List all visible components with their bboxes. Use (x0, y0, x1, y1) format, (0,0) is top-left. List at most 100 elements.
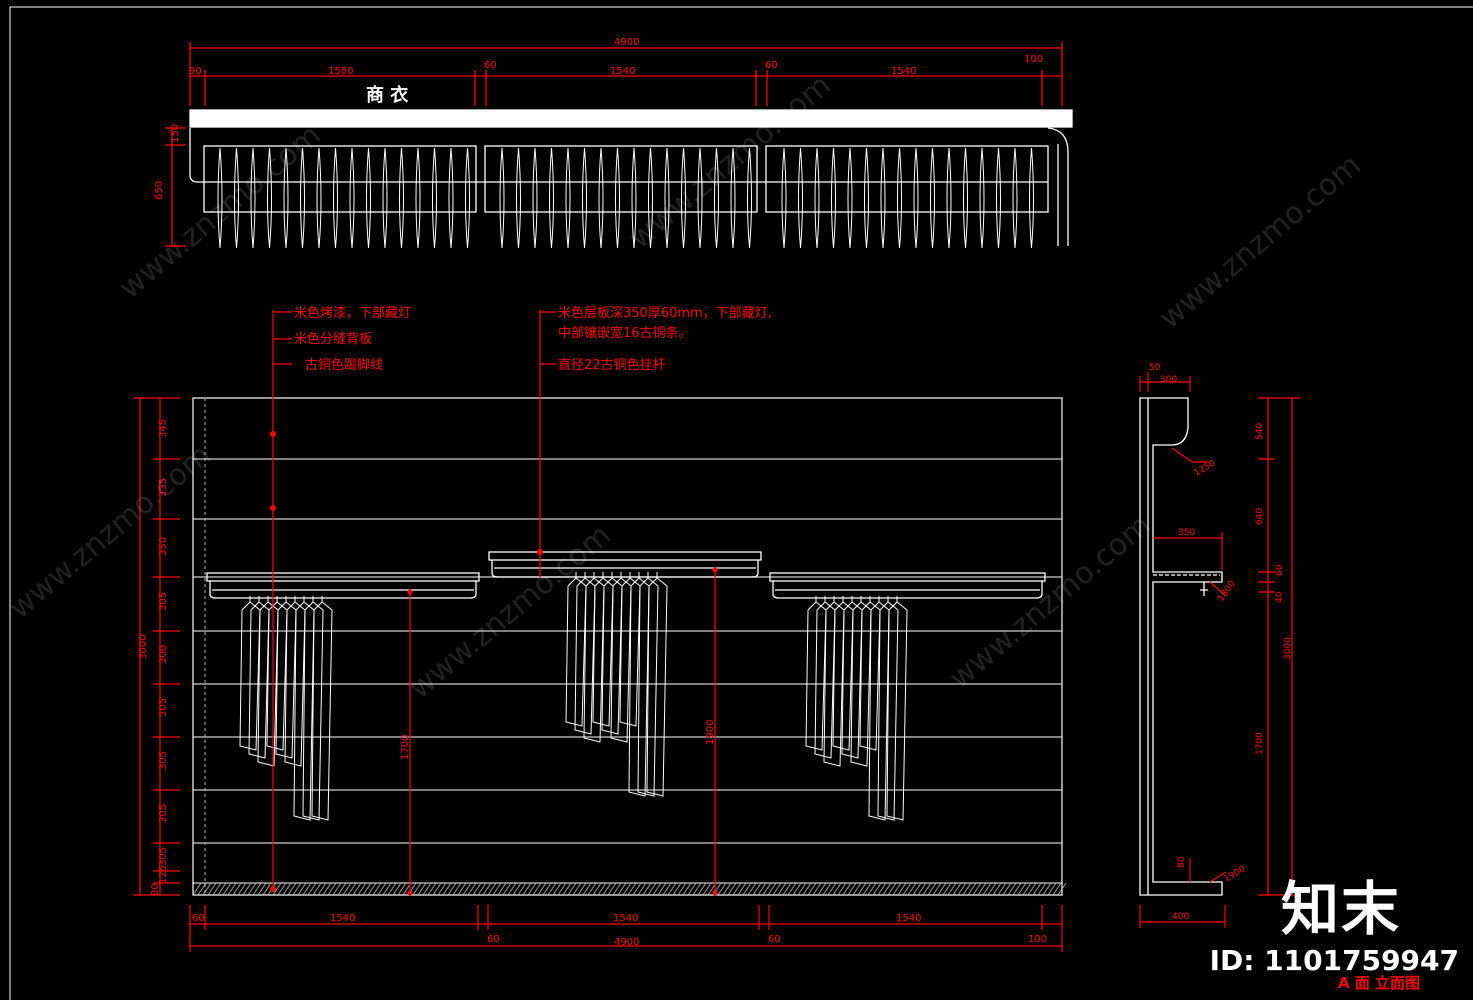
hatch-line (672, 882, 682, 896)
dim-bottom-gap1: 60 (487, 934, 500, 945)
hatch-line (992, 882, 1002, 896)
hatch-line (582, 882, 592, 896)
back-panel (192, 397, 1063, 896)
shelf-left (206, 572, 480, 599)
hatch-line (742, 882, 752, 896)
left-dim-chain (133, 397, 180, 896)
plan-garment-icon (598, 147, 604, 249)
hatch-line (502, 882, 512, 896)
hatch-line (282, 882, 292, 896)
hatch-line (597, 882, 607, 896)
hatch-line (592, 882, 602, 896)
plan-garment-icon (549, 147, 554, 249)
hatch-line (222, 882, 232, 896)
plan-garment-icon (946, 147, 952, 249)
hatch-line (817, 882, 827, 896)
plan-view: 商 衣 4900 90 1580 60 1540 60 1540 100 150… (154, 37, 1073, 249)
hatch-line (447, 882, 457, 896)
elevation-height-labels: 1700 1900 (400, 720, 716, 760)
hatch-line (962, 882, 972, 896)
brand-watermark: 知末 (1280, 875, 1401, 943)
plan-garment-icon (499, 147, 505, 249)
hatch-line (882, 882, 892, 896)
plan-garment-icon (897, 147, 902, 249)
hatch-line (1037, 882, 1047, 896)
hatch-line (1052, 882, 1062, 896)
hatch-line (262, 882, 272, 896)
hatch-line (872, 882, 882, 896)
hatch-line (492, 882, 502, 896)
hatch-line (647, 882, 657, 896)
dim-left-6: 305 (158, 751, 169, 770)
hatch-line (1022, 882, 1032, 896)
hatch-line (982, 882, 992, 896)
hatch-line (1002, 882, 1012, 896)
hatch-line (477, 882, 487, 896)
plan-garment-icon (913, 147, 919, 249)
hatch-line (317, 882, 327, 896)
dim-plan-right-end: 100 (1024, 54, 1043, 65)
hatch-line (937, 882, 947, 896)
watermark-site-2: www.znzmo.com (623, 68, 838, 257)
hatch-line (637, 882, 647, 896)
hatch-line (337, 882, 347, 896)
hatch-line (392, 882, 402, 896)
hatch-line (232, 882, 242, 896)
hatch-line (567, 882, 577, 896)
site-watermarks: www.znzmo.com www.znzmo.com www.znzmo.co… (3, 68, 1368, 707)
dim-plan-seg3: 1540 (891, 66, 916, 77)
plan-garment-icon (847, 147, 853, 249)
hatch-line (692, 882, 702, 896)
garment-icon (877, 596, 899, 821)
hatch-line (732, 882, 742, 896)
dim-left-4: 300 (158, 645, 169, 664)
side-section: 50 300 350 400 540 640 60 40 1700 3000 1… (1139, 363, 1300, 928)
hatch-line (242, 882, 252, 896)
hatch-line (302, 882, 312, 896)
hatch-line (617, 882, 627, 896)
hatch-line (307, 882, 317, 896)
notes: 米色烤漆，下部藏灯 米色分缝背板 古铜色踢脚线 米色层板深350厚60mm，下部… (294, 305, 772, 373)
hatch-line (752, 882, 762, 896)
hatch-line (542, 882, 552, 896)
dim-plan-left-end: 90 (189, 66, 202, 77)
dim-bottom-left-end: 60 (192, 913, 205, 924)
hatch-line (867, 882, 877, 896)
hatch-line (892, 882, 902, 896)
hatch-line (507, 882, 517, 896)
hatch-line (622, 882, 632, 896)
hatch-line (612, 882, 622, 896)
dim-left-total: 3000 (138, 635, 149, 660)
dim-side-shelf-depth: 350 (1178, 528, 1195, 538)
plan-garment-icon (234, 147, 239, 249)
hatch-line (427, 882, 437, 896)
plan-garment-icon (217, 147, 223, 249)
hatch-line (677, 882, 687, 896)
hatch-line (577, 882, 587, 896)
bottom-dim-text: 60 1540 60 1540 60 1540 100 4900 (192, 913, 1047, 948)
hatch-line (557, 882, 567, 896)
hatch-line (932, 882, 942, 896)
plan-garment-icon (697, 147, 703, 249)
plan-garment-icon (615, 147, 620, 249)
hatch-line (367, 882, 377, 896)
plan-garment-icon (250, 147, 256, 249)
hatch-line (497, 882, 507, 896)
plan-garment-icon (648, 147, 653, 249)
note-right-2: 中部镶嵌宽16古铜条。 (558, 325, 692, 341)
garment-icon (886, 596, 908, 821)
shelf-right (769, 572, 1046, 599)
note-left-2: 米色分缝背板 (294, 331, 372, 347)
hatch-line (227, 882, 237, 896)
hatch-line (1032, 882, 1042, 896)
plan-garment-icon (267, 147, 272, 249)
plan-garment-icon (880, 147, 886, 249)
plan-garment-icon (300, 147, 305, 249)
note-left-3: 古铜色踢脚线 (305, 357, 383, 373)
hatch-line (387, 882, 397, 896)
hatch-line (827, 882, 837, 896)
hatch-line (517, 882, 527, 896)
hatch-line (807, 882, 817, 896)
hatch-line (237, 882, 247, 896)
shelves (206, 551, 1046, 599)
